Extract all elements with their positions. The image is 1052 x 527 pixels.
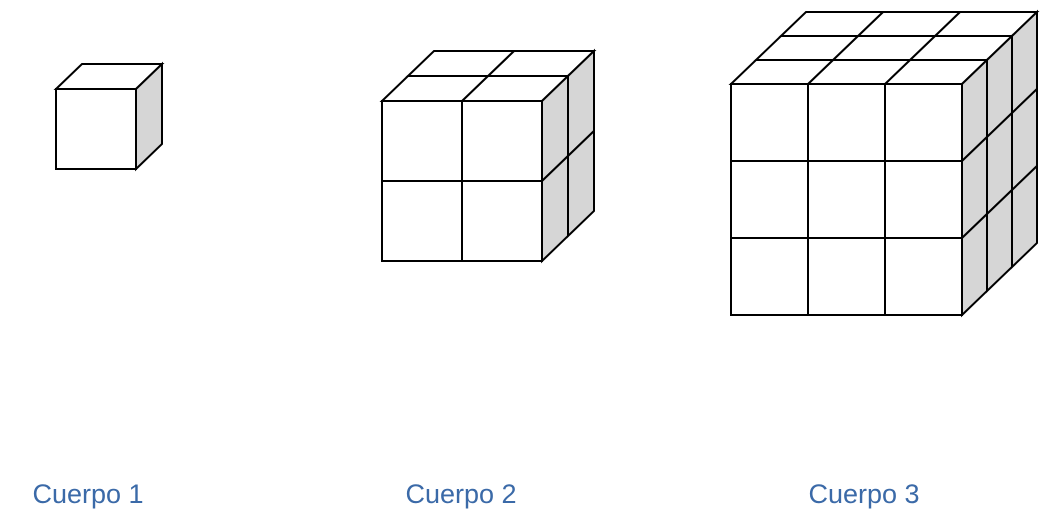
cube-front-face xyxy=(730,160,809,239)
cube-front-face xyxy=(730,237,809,316)
cube-front-face xyxy=(807,83,886,162)
body-3-label: Cuerpo 3 xyxy=(808,479,920,509)
cube-front-face xyxy=(381,180,463,262)
cube-front-face xyxy=(55,88,137,170)
cube-body-1 xyxy=(53,61,165,172)
body-2-label: Cuerpo 2 xyxy=(405,479,517,509)
cube-front-face xyxy=(381,100,463,182)
cube-front-face xyxy=(461,100,543,182)
cube-body-2 xyxy=(379,48,597,264)
cube-front-face xyxy=(884,237,963,316)
cube-front-face xyxy=(884,83,963,162)
cube-front-face xyxy=(807,237,886,316)
cube-front-face xyxy=(884,160,963,239)
cube-front-face xyxy=(730,83,809,162)
cube-front-face xyxy=(807,160,886,239)
body-1-label: Cuerpo 1 xyxy=(32,479,144,509)
cube-body-3 xyxy=(728,9,1040,318)
cube-front-face xyxy=(461,180,543,262)
